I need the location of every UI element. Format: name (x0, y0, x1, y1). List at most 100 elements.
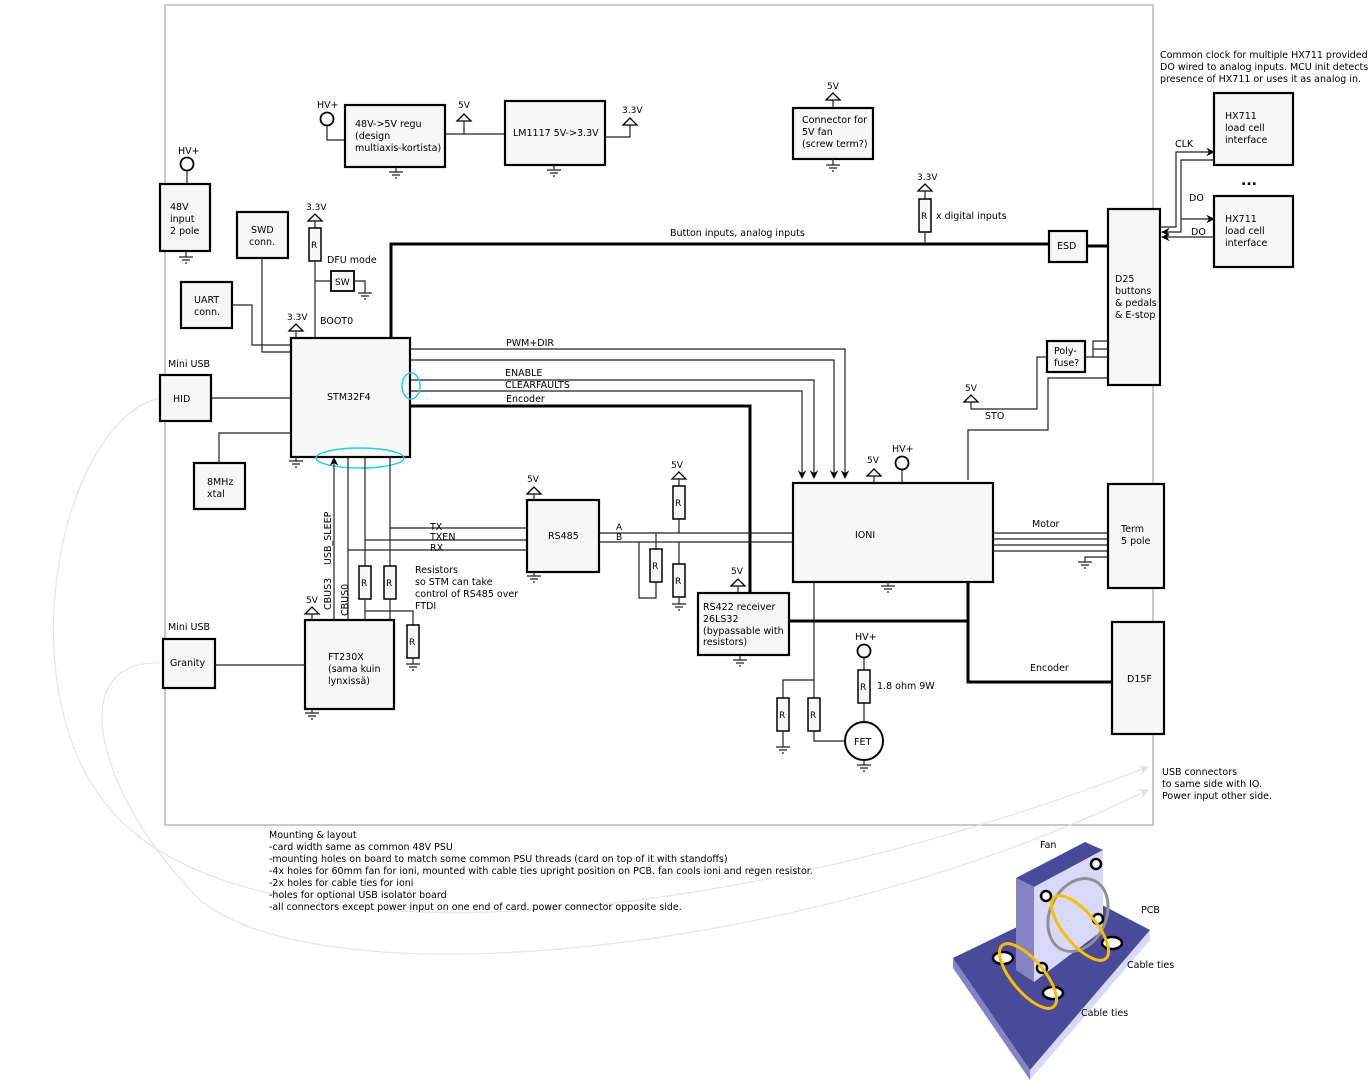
label: USB connectors (1162, 767, 1237, 778)
wire (967, 377, 1108, 480)
label: D25 (1115, 274, 1134, 285)
usb-note-curve-hid (52, 397, 1149, 914)
label: HV+ (317, 100, 339, 111)
label: D15F (1127, 674, 1152, 685)
label: R (386, 579, 392, 589)
label: resistors) (703, 637, 747, 648)
shape (525, 486, 543, 495)
label: R (675, 577, 681, 587)
wire (410, 348, 850, 479)
label: lynxissä) (328, 676, 370, 687)
label: RS422 receiver (703, 602, 775, 613)
label: buttons (1115, 286, 1151, 297)
shape (1030, 930, 1150, 1080)
wire (1161, 159, 1214, 237)
wire (326, 126, 345, 141)
label: R (860, 683, 866, 693)
label: 5 pole (1121, 536, 1151, 547)
label: 5V (306, 596, 319, 606)
polyfuse (1045, 339, 1087, 374)
rs485-transceiver (525, 498, 601, 574)
vcc-5v-symbol: 5V (865, 456, 883, 483)
label: -mounting holes on board to match some c… (269, 854, 728, 865)
label: interface (1225, 135, 1268, 146)
wire (638, 533, 657, 599)
label: 48V (170, 202, 189, 213)
gnd-symbol (289, 457, 303, 468)
label: TXEN (429, 532, 455, 543)
label: so STM can take (415, 577, 493, 588)
label: Mounting & layout (269, 830, 357, 841)
label: fuse? (1054, 358, 1079, 369)
label: DO wired to analog inputs. MCU init dete… (1160, 62, 1368, 73)
swd-connector (235, 210, 290, 260)
label: multiaxis-kortista) (355, 143, 441, 154)
highlight-marker (315, 447, 405, 469)
label: (screw term?) (802, 139, 868, 150)
wire (782, 582, 815, 698)
gnd-symbol (389, 167, 403, 179)
label: HX711 (1225, 214, 1257, 225)
label: ENABLE (505, 368, 542, 379)
hid-usb-connector (158, 373, 213, 423)
label: IONI (855, 530, 875, 541)
label: conn. (249, 237, 275, 248)
wire (1085, 340, 1108, 358)
label: DO (1191, 227, 1206, 238)
label: (design (355, 131, 390, 142)
crystal-8mhz (192, 461, 247, 511)
hv-plus-regu: HV+ (317, 100, 345, 141)
shape (824, 92, 842, 101)
label: FET (854, 737, 871, 748)
label: Term (1120, 524, 1144, 535)
label: 48V->5V regu (355, 119, 422, 130)
wire (1078, 556, 1108, 569)
vcc-3v3-symbol: 3.3V (916, 173, 938, 199)
label: 3.3V (306, 203, 327, 213)
label: presence of HX711 or uses it as analog i… (1160, 74, 1361, 85)
wire (410, 390, 807, 479)
gnd-symbol (527, 572, 541, 583)
label: R (311, 241, 317, 251)
label: CLEARFAULTS (505, 380, 570, 391)
label: B (616, 533, 622, 543)
label: HV+ (178, 146, 200, 157)
label: Mini USB (168, 359, 210, 370)
label: -holes for optional USB isolator board (269, 890, 447, 901)
label: control of RS485 over (415, 589, 518, 600)
label: FT230X (328, 652, 364, 663)
wire (881, 582, 895, 593)
wire (314, 261, 331, 338)
hv-plus-ioni: HV+ (892, 444, 914, 483)
wire (605, 125, 631, 138)
label: & E-stop (1115, 310, 1155, 321)
button-input-bus (389, 242, 1050, 338)
label: FTDI (415, 601, 436, 612)
label: 5V (867, 456, 880, 466)
fan-mounting-illustration: Fan PCB Cable ties Cable ties (953, 840, 1174, 1080)
wire (364, 599, 414, 625)
rs422-receiver (696, 591, 791, 657)
label: Cable ties (1081, 1008, 1128, 1019)
label: Mini USB (168, 622, 210, 633)
label: BOOT0 (320, 316, 353, 327)
label: -all connectors except power input on on… (269, 902, 682, 913)
shape (962, 394, 980, 403)
granity-usb-connector (161, 637, 217, 690)
wire (261, 258, 291, 353)
label: interface (1225, 238, 1268, 249)
fan-connector (791, 106, 875, 161)
wire (813, 731, 845, 742)
label: (bypassable with (703, 626, 784, 637)
ioni-drive (791, 481, 995, 584)
gnd-symbol (881, 582, 895, 593)
wire (993, 532, 1108, 552)
wire (305, 709, 319, 720)
shape (916, 183, 934, 192)
hx711-load-cell-1 (1212, 91, 1295, 167)
label: Connector for (802, 115, 867, 126)
label: UART (194, 295, 219, 306)
label: USB_SLEEP (323, 511, 334, 565)
label: CLK (1175, 139, 1194, 150)
wire (1160, 147, 1215, 228)
